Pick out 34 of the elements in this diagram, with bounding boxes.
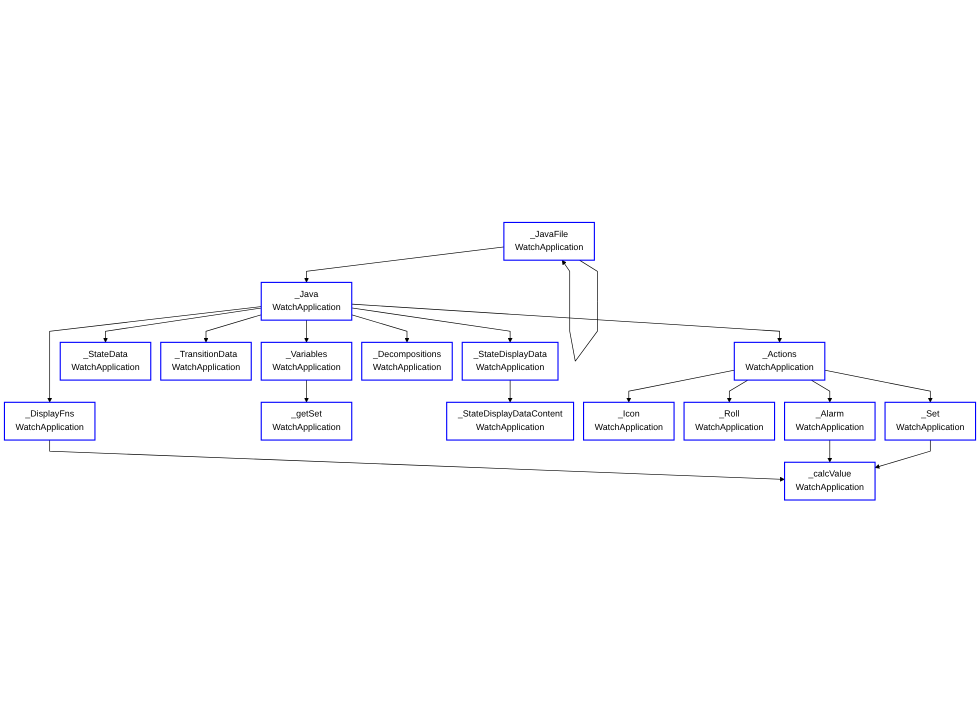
node-box: _Actions WatchApplication (734, 342, 826, 380)
arrow (827, 439, 832, 462)
node-box: _StateDisplayDataContent WatchApplication (446, 402, 574, 440)
node-box: _Roll WatchApplication (684, 402, 776, 440)
arrow (824, 370, 933, 402)
arrow (562, 260, 598, 362)
node-box: _StateDisplayData WatchApplication (462, 342, 559, 380)
node-box: _Variables WatchApplication (260, 342, 352, 380)
arrow (810, 380, 832, 402)
node-box: _TransitionData WatchApplication (160, 342, 252, 380)
arrow (103, 307, 262, 342)
arrow (351, 307, 513, 342)
node-box: _DisplayFns WatchApplication (4, 402, 96, 440)
node-box: _StateData WatchApplication (60, 342, 152, 380)
arrow (49, 439, 785, 482)
arrow (626, 370, 735, 402)
arrow (304, 320, 309, 342)
arrow (304, 380, 309, 402)
node-box: _Java WatchApplication (260, 282, 352, 320)
node-box: _calcValue WatchApplication (784, 461, 876, 500)
node-box: _Set WatchApplication (884, 402, 976, 440)
node-box: _Alarm WatchApplication (784, 402, 876, 440)
arrow (726, 380, 748, 402)
arrow (508, 380, 513, 402)
node-box: _Icon WatchApplication (583, 402, 675, 440)
node-box: _JavaFile WatchApplication (503, 222, 595, 260)
node-box: _getSet WatchApplication (260, 402, 352, 440)
arrow (304, 246, 504, 282)
arrow (204, 314, 262, 342)
arrow (351, 304, 782, 342)
arrow (351, 314, 410, 342)
arrow (874, 439, 931, 468)
arrow (47, 306, 262, 402)
node-box: _Decompositions WatchApplication (361, 342, 453, 380)
